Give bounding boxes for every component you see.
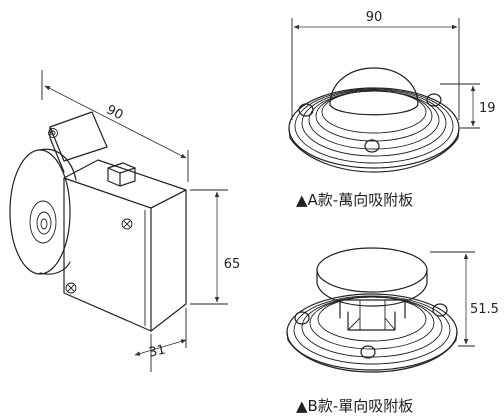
device-depth-label: 31 [148,343,167,361]
plate-a-caption: ▲A款-萬向吸附板 [296,191,413,209]
plate-a-width-label: 90 [366,10,383,25]
magnet-face [9,149,71,275]
plate-b-caption: ▲B款-單向吸附板 [296,397,413,415]
plate-b-drawing: 51.5 ▲B款-單向吸附板 [286,247,499,415]
box-front-face [63,177,152,332]
box-side-face [150,189,187,332]
device-width-label: 90 [104,102,126,123]
box-top-face [63,159,187,209]
magnet-cylinder-top [39,148,77,181]
plate-a-height-label: 19 [479,101,496,116]
device-height-label: 65 [224,257,241,272]
plate-b-height-label: 51.5 [470,302,499,317]
plate-a-drawing: 90 19 ▲A款-萬向吸附板 [288,10,496,209]
door-holder-drawing: 90 65 31 [9,70,241,372]
